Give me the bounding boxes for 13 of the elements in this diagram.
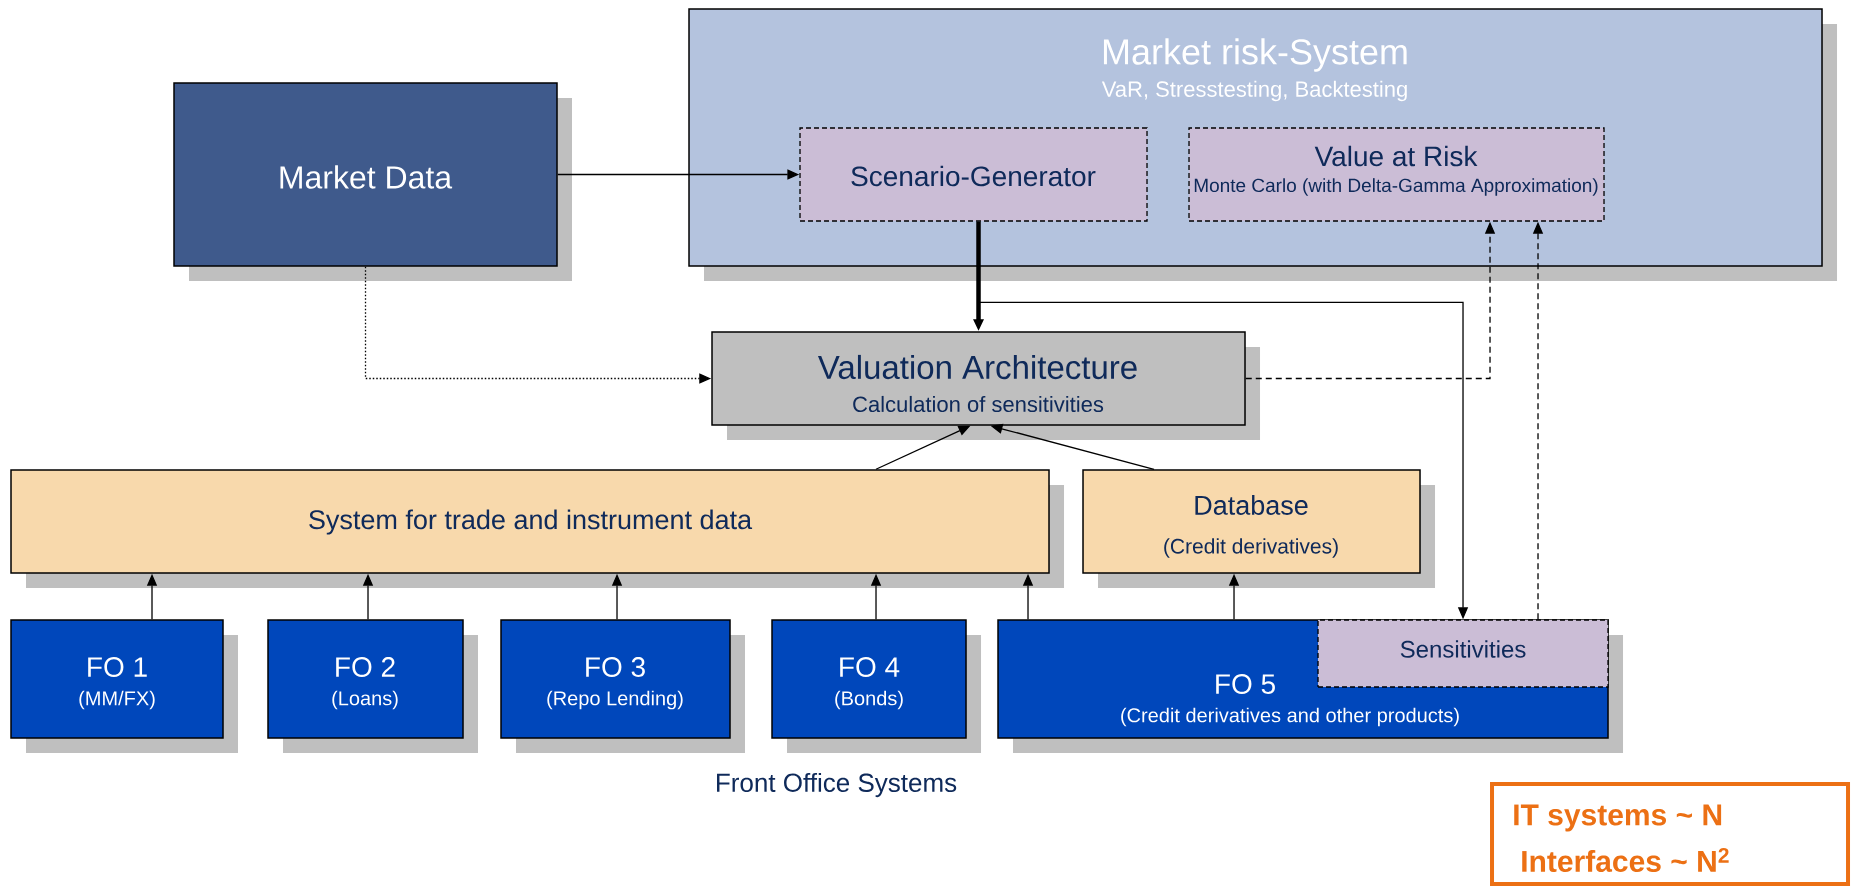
system-box: FO 1 (MM/FX) (10, 619, 238, 753)
database-box: Database (Credit derivatives) (1082, 469, 1435, 588)
system-box: FO 3 (Repo Lending) (500, 619, 745, 753)
process-box: Valuation Architecture Calculation of sensitivities (711, 331, 1260, 440)
data-box: Market Data (173, 82, 572, 281)
module-box: Sensitivities (1317, 619, 1609, 688)
system-box: System for trade and instrument data (10, 469, 1064, 588)
caption-text: Front Office Systems (717, 772, 957, 798)
module-box: Value at Risk Monte Carlo (with Delta-Gamma Approximation) (1188, 127, 1605, 222)
system-box: FO 4 (Bonds) (771, 619, 981, 753)
note-box: IT systems ~ N Interfaces ~ N$^{2}$ (1490, 782, 1850, 886)
system-box: FO 2 (Loans) (267, 619, 478, 753)
module-box: Scenario-Generator (799, 127, 1148, 222)
